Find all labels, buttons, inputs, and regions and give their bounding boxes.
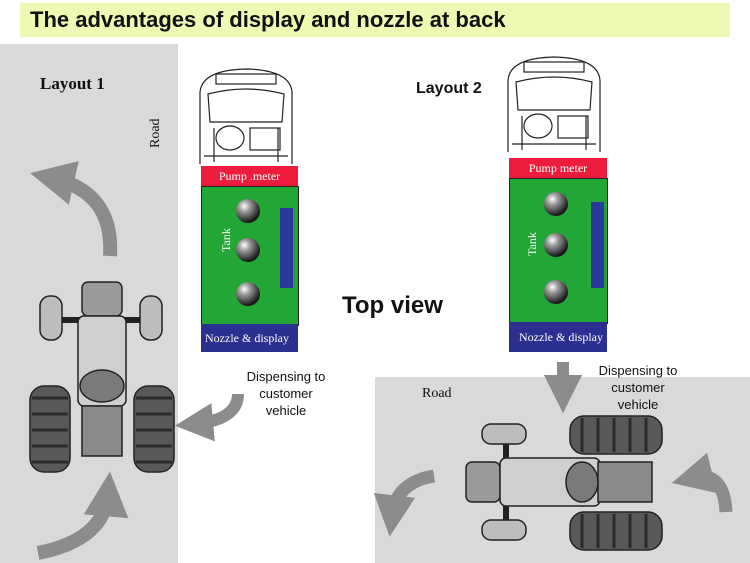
curved-arrow-icon [671, 452, 733, 513]
layout2-pump-meter: Pump meter [509, 158, 607, 178]
tractor-icon [465, 415, 663, 551]
layout1-side-bar [280, 208, 293, 288]
top-view-label: Top view [342, 292, 443, 319]
layout1-nozzle-display: Nozzle & display [201, 324, 298, 352]
layout2-tank-ball [544, 192, 568, 216]
layout2-tank-ball [544, 233, 568, 257]
curved-arrow-icon [30, 161, 118, 257]
curved-arrow-icon [373, 469, 436, 537]
layout1-pump-meter: Pump .meter [201, 166, 298, 186]
layout2-tank-ball [544, 280, 568, 304]
page-title: The advantages of display and nozzle at … [30, 7, 506, 32]
truck-cab-icon [199, 68, 293, 164]
layout1-tank-ball [236, 238, 260, 262]
layout1-tank-ball [236, 282, 260, 306]
layout2-side-bar [591, 202, 604, 288]
layout2-dispensing-text: Dispensing to customer vehicle [598, 363, 678, 412]
layout2-label: Layout 2 [416, 80, 482, 97]
layout2-road-label: Road [422, 386, 452, 401]
curved-arrow-icon [174, 393, 244, 442]
layout1-dispensing-text: Dispensing to customer vehicle [246, 369, 326, 418]
curved-arrow-icon [36, 471, 129, 560]
truck-cab-icon [507, 56, 601, 152]
title-bar: The advantages of display and nozzle at … [20, 3, 730, 37]
layout2-nozzle-display: Nozzle & display [509, 322, 607, 352]
layout1-tank-ball [236, 199, 260, 223]
tractor-icon [29, 281, 175, 473]
layout1-label: Layout 1 [40, 74, 105, 93]
